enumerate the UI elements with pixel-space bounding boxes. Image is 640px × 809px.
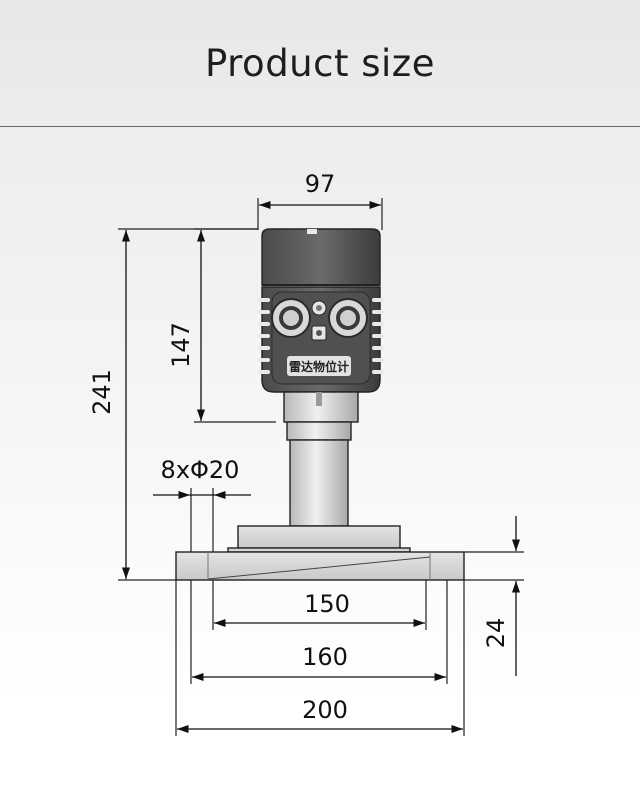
nameplate — [287, 356, 351, 376]
dim-label-241: 241 — [88, 369, 116, 415]
antenna-stem — [289, 439, 349, 527]
nameplate-text: 雷达物位计 — [289, 359, 349, 374]
dim-200: 200 — [175, 580, 465, 736]
dim-150: 150 — [212, 580, 427, 630]
dim-label-160: 160 — [302, 643, 348, 671]
cooling-fins-right — [372, 298, 384, 374]
adapter-ring — [286, 421, 352, 441]
cover-notch — [307, 229, 317, 234]
dim-label-147: 147 — [167, 322, 195, 368]
dim-total-height: 241 — [88, 228, 258, 581]
dim-label-bolt-holes: 8xΦ20 — [161, 456, 240, 484]
dim-label-200: 200 — [302, 696, 348, 724]
dim-housing-height: 147 — [167, 228, 276, 423]
flange-boss — [237, 525, 401, 549]
cable-gland-left — [271, 298, 311, 338]
cooling-fins-left — [258, 298, 270, 374]
dim-flange-thickness: 24 — [464, 516, 524, 676]
dim-housing-width: 97 — [257, 170, 383, 230]
drain-plug — [316, 392, 322, 406]
cable-gland-right — [328, 298, 368, 338]
dim-label-24: 24 — [482, 618, 510, 649]
flange-slope-line — [207, 556, 431, 580]
dim-label-150: 150 — [304, 590, 350, 618]
dim-label-97: 97 — [305, 170, 336, 198]
dim-160: 160 — [190, 580, 448, 684]
dim-bolt-holes: 8xΦ20 — [153, 456, 251, 552]
flange — [175, 551, 465, 581]
housing-cover — [261, 228, 381, 286]
page-title: Product size — [205, 41, 435, 85]
page-header: Product size — [0, 0, 640, 127]
device: 雷达物位计 — [175, 228, 465, 581]
